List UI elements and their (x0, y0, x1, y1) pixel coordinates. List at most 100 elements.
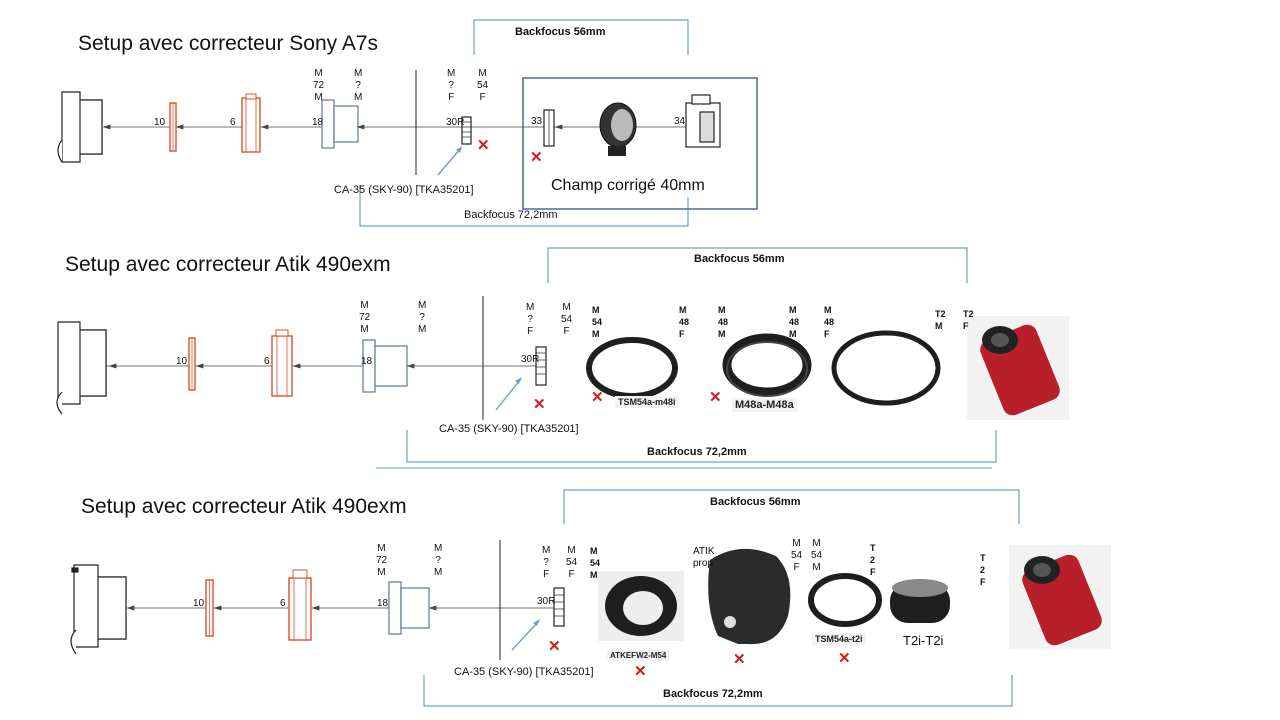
spacer-label: 33 (531, 116, 543, 127)
section2-backfocus-bottom: Backfocus 72,2mm (647, 446, 747, 458)
thread-label: M 54 M (590, 546, 601, 580)
thread-label: M 54 M (811, 538, 823, 573)
thread-label: M 54 F (566, 545, 578, 580)
section1-spacer-6 (241, 93, 261, 153)
thread-label: M 54 F (477, 68, 489, 103)
thread-label: M 72 M (313, 68, 325, 103)
section3-corrector-label: CA-35 (SKY-90) [TKA35201] (454, 666, 594, 678)
cross-icon: ✕ (548, 638, 561, 655)
thread-label: M 48 M (789, 305, 800, 339)
section2-spacer-6 (271, 329, 293, 397)
section1-camera (685, 94, 721, 148)
spacer-label: 34 (674, 116, 686, 127)
section3-backfocus-bottom: Backfocus 72,2mm (663, 688, 763, 700)
section2-ring-m48 (831, 330, 941, 406)
section1-field-label: Champ corrigé 40mm (551, 177, 705, 194)
spacer-label: 18 (377, 598, 389, 609)
thread-label: M 48 F (824, 305, 835, 339)
cross-icon: ✕ (591, 389, 604, 406)
section2-title: Setup avec correcteur Atik 490exm (65, 253, 391, 276)
part-caption: TSM54a-m48i (615, 396, 679, 408)
section2-spacer-10 (188, 337, 196, 391)
thread-label: T 2 F (980, 553, 986, 587)
cross-icon: ✕ (709, 389, 722, 406)
section3-adapter-18 (388, 581, 430, 635)
section1-spacer-33 (543, 109, 555, 147)
thread-label: M 72 M (376, 543, 388, 578)
section1-spacer-10 (169, 102, 177, 152)
spacer-label: 18 (361, 356, 373, 367)
section1-emount-adapter (599, 102, 637, 156)
thread-label: T2 F (963, 309, 974, 331)
thread-label: M ? F (542, 545, 551, 580)
section3-corrector (553, 587, 565, 627)
section1-telescope (57, 91, 103, 163)
section3-filter-wheel (708, 548, 791, 645)
section2-ring-tsm54a-m48i (586, 337, 678, 399)
section3-ring-t2i-t2i (890, 579, 950, 623)
section2-backfocus-top-bracket (547, 247, 968, 283)
spacer-label: 6 (280, 598, 286, 609)
section1-corrector-label: CA-35 (SKY-90) [TKA35201] (334, 184, 474, 196)
spacer-label: 6 (230, 117, 236, 128)
t2i-label: T2i-T2i (903, 633, 944, 648)
spacer-label: 10 (154, 117, 166, 128)
section2-ring-m48a-m48a (722, 333, 812, 397)
section2-backfocus-top: Backfocus 56mm (694, 253, 785, 265)
section1-backfocus-top: Backfocus 56mm (515, 26, 606, 38)
thread-label: M ? M (354, 68, 363, 103)
section2-telescope (56, 321, 107, 415)
section3-ring-tsm54a-t2i (808, 573, 882, 627)
thread-label: M 48 M (718, 305, 729, 339)
section1-corrector (461, 116, 472, 145)
thread-label: M 54 F (791, 538, 803, 573)
cross-icon: ✕ (530, 149, 543, 166)
spacer-label: 10 (176, 356, 188, 367)
spacer-label: 30R (446, 117, 465, 128)
section3-backfocus-bottom-bracket (423, 675, 1013, 707)
section3-backfocus-top: Backfocus 56mm (710, 496, 801, 508)
spacer-label: 10 (193, 598, 205, 609)
section3-backfocus-top-bracket (563, 489, 1020, 524)
section3-atik-camera (1009, 545, 1111, 649)
thread-label: M 72 M (359, 300, 371, 335)
thread-label: M ? F (526, 302, 535, 337)
thread-label: M ? M (418, 300, 427, 335)
section1-title: Setup avec correcteur Sony A7s (78, 32, 378, 55)
spacer-label: 30R (537, 596, 556, 607)
section3-adapter-atkefw2-m54 (598, 571, 684, 641)
section3-telescope (70, 564, 127, 655)
part-caption: M48a-M48a (732, 398, 797, 412)
thread-label: T2 M (935, 309, 946, 331)
cross-icon: ✕ (838, 650, 851, 667)
section1-adapter-18 (321, 99, 359, 149)
part-caption: TSM54a-t2i (812, 633, 866, 645)
section1-backfocus-top-bracket (473, 19, 689, 55)
section2-backfocus-bottom-bracket (376, 430, 997, 469)
section2-corrector (535, 346, 547, 386)
thread-label: M 48 F (679, 305, 690, 339)
section2-corrector-label: CA-35 (SKY-90) [TKA35201] (439, 423, 579, 435)
section3-spacer-6 (288, 569, 312, 641)
spacer-label: 18 (312, 117, 324, 128)
section1-camera-box (522, 77, 758, 210)
section1-backfocus-bottom-bracket (359, 185, 689, 227)
section2-atik-camera (967, 316, 1069, 420)
spacer-label: 30R (521, 354, 540, 365)
thread-label: M ? F (447, 68, 456, 103)
part-caption: ATKEFW2-M54 (607, 650, 670, 661)
section3-title: Setup avec correcteur Atik 490exm (81, 495, 407, 518)
thread-label: M ? M (434, 543, 443, 578)
cross-icon: ✕ (533, 396, 546, 413)
cross-icon: ✕ (477, 137, 490, 154)
section3-spacer-10 (205, 579, 214, 637)
section2-adapter-18 (362, 339, 408, 393)
atik-label: ATIK prop (693, 546, 715, 569)
spacer-label: 6 (264, 356, 270, 367)
section1-backfocus-bottom: Backfocus 72,2mm (464, 209, 558, 221)
thread-label: T 2 F (870, 543, 876, 577)
cross-icon: ✕ (634, 663, 647, 680)
cross-icon: ✕ (733, 651, 746, 668)
thread-label: M 54 F (561, 302, 573, 337)
